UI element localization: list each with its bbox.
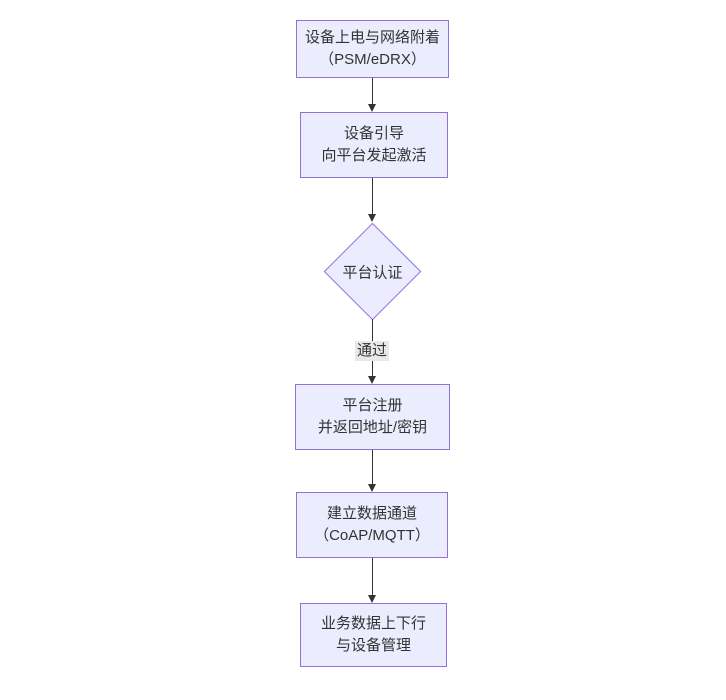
node-label-line: 与设备管理 bbox=[335, 637, 411, 654]
node-platform-auth-decision: 平台认证 bbox=[323, 222, 422, 321]
node-label: 设备上电与网络附着 （PSM/eDRX） bbox=[305, 27, 440, 71]
node-label-line: 并返回地址/密钥 bbox=[317, 419, 428, 436]
edge-line-e-f bbox=[372, 558, 373, 596]
edge-label-pass: 通过 bbox=[354, 341, 390, 361]
node-label-line: 业务数据上下行 bbox=[320, 615, 426, 632]
node-label-line: 设备上电与网络附着 bbox=[304, 29, 440, 46]
node-label-line: （PSM/eDRX） bbox=[319, 51, 426, 68]
arrow-down-icon bbox=[368, 214, 376, 222]
edge-line-d-e bbox=[372, 450, 373, 485]
node-label: 业务数据上下行 与设备管理 bbox=[321, 613, 426, 657]
arrow-down-icon bbox=[368, 595, 376, 603]
node-label: 建立数据通道 （CoAP/MQTT） bbox=[314, 503, 430, 547]
node-device-power-network-attach: 设备上电与网络附着 （PSM/eDRX） bbox=[296, 20, 449, 78]
node-label-line: 设备引导 bbox=[343, 125, 404, 142]
arrow-down-icon bbox=[368, 376, 376, 384]
arrow-down-icon bbox=[368, 104, 376, 112]
edge-line-b-c bbox=[372, 178, 373, 215]
node-label-line: 平台注册 bbox=[342, 397, 403, 414]
node-label-line: （CoAP/MQTT） bbox=[314, 527, 430, 544]
node-business-data-device-mgmt: 业务数据上下行 与设备管理 bbox=[300, 603, 447, 667]
node-label-line: 建立数据通道 bbox=[326, 505, 417, 522]
arrow-down-icon bbox=[368, 484, 376, 492]
node-label: 平台注册 并返回地址/密钥 bbox=[318, 395, 427, 439]
node-data-channel: 建立数据通道 （CoAP/MQTT） bbox=[296, 492, 448, 558]
edge-line-a-b bbox=[372, 78, 373, 105]
node-platform-register: 平台注册 并返回地址/密钥 bbox=[295, 384, 450, 450]
node-label: 平台认证 bbox=[342, 264, 403, 281]
node-label: 设备引导 向平台发起激活 bbox=[321, 123, 426, 167]
node-device-bootstrap: 设备引导 向平台发起激活 bbox=[300, 112, 448, 178]
node-label-line: 向平台发起激活 bbox=[321, 147, 427, 164]
